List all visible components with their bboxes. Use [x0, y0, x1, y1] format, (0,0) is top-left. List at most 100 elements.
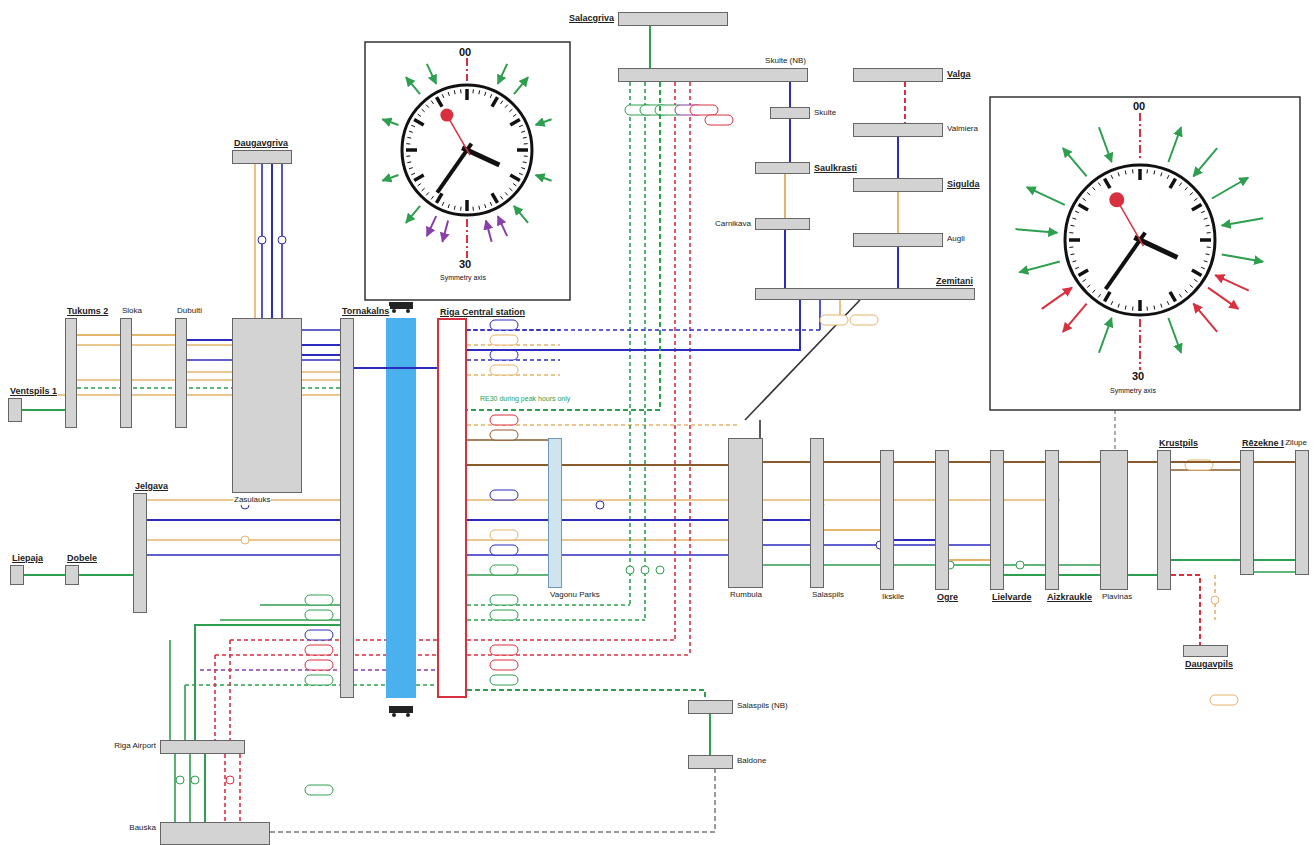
station-name: Lielvarde — [991, 592, 1033, 602]
station-box: Saulkrasti — [755, 162, 810, 174]
train-wheel — [392, 309, 396, 313]
clock-label: 30 — [459, 258, 471, 270]
station-box: Riga Airport — [160, 740, 245, 754]
clock-tick — [1204, 218, 1208, 219]
clock-tick — [448, 92, 449, 96]
clock-tick — [1083, 279, 1086, 281]
track-line — [839, 300, 841, 315]
rail-connector — [467, 82, 660, 410]
clock-tick — [411, 125, 415, 127]
rail-connector — [187, 339, 232, 341]
track-line — [169, 640, 171, 740]
clock-tick — [1179, 294, 1181, 297]
train-icon — [389, 302, 413, 309]
station-name: Baldone — [736, 756, 767, 766]
track-line — [1254, 571, 1295, 573]
clock-tick — [472, 207, 473, 211]
clock-tick — [509, 188, 512, 191]
clock-tick — [431, 196, 433, 199]
station-box: Plavinas — [1100, 450, 1128, 590]
clock-tick — [442, 202, 444, 206]
clock-arrow — [382, 175, 398, 181]
rail-connector — [897, 192, 899, 233]
clock-tick — [422, 188, 425, 191]
clock-tick — [1071, 253, 1075, 255]
route-bubble — [1016, 561, 1024, 569]
rail-connector — [195, 625, 340, 740]
train-wheel — [406, 713, 410, 717]
station-box: Lielvarde — [990, 450, 1004, 590]
station-name: Carnikava — [714, 219, 752, 229]
rail-connector — [270, 769, 715, 832]
route-chip — [305, 660, 333, 670]
clock-tick — [1083, 198, 1086, 200]
clock-tick — [1179, 183, 1181, 186]
clock-tick — [1118, 304, 1119, 308]
clock-tick — [411, 173, 415, 175]
clock-label: 00 — [1133, 100, 1145, 112]
clock-tick — [1071, 225, 1075, 227]
rail-connector — [784, 230, 786, 288]
symmetry-axis — [1139, 319, 1141, 370]
clock-tick — [524, 143, 528, 144]
rail-connector — [1004, 574, 1045, 576]
route-chip — [490, 660, 518, 670]
train-wheel — [406, 309, 410, 313]
route-chip — [490, 595, 518, 605]
clock-tick — [1194, 279, 1197, 281]
station-box: Tukums 2 — [65, 318, 77, 428]
clock-panel — [990, 97, 1300, 410]
clock-tick — [1201, 211, 1205, 213]
clock-tick — [1098, 294, 1100, 297]
station-name: Saulkrasti — [813, 163, 858, 173]
station-name: Skulte (NB) — [764, 56, 807, 66]
clock-arrow — [427, 64, 436, 84]
route-chip — [305, 785, 333, 795]
clock-arrow — [1212, 178, 1248, 199]
clock-arrow — [1208, 288, 1238, 309]
clock-label: Symmetry axis — [440, 272, 486, 284]
track-line — [689, 82, 691, 655]
minute-hand — [437, 144, 471, 193]
clock-tick — [448, 204, 449, 208]
clock-tick — [505, 192, 508, 195]
station-box: Valmiera — [853, 123, 943, 137]
track-line — [174, 754, 176, 822]
station-box: Salacgriva — [618, 12, 728, 26]
route-chip — [305, 595, 333, 605]
rail-connector — [204, 754, 206, 822]
clock-tick — [465, 89, 469, 100]
clock-tick — [409, 131, 413, 132]
clock-tick — [1079, 205, 1089, 211]
clock-tick — [1105, 292, 1111, 302]
clock-tick — [1207, 247, 1211, 248]
clock-arrow — [1222, 254, 1263, 261]
clock-tick — [1190, 285, 1193, 288]
clock-tick — [1190, 192, 1193, 195]
clock-tick — [501, 101, 503, 104]
clock-tick — [492, 193, 498, 203]
station-name: Zemitani — [935, 276, 974, 286]
track-line — [467, 329, 820, 331]
route-bubble — [191, 776, 199, 784]
rail-connector — [1059, 574, 1100, 576]
route-bubble — [656, 566, 664, 574]
station-box: Jelgava — [133, 493, 147, 613]
clock-label: 00 — [459, 46, 471, 58]
clock-tick — [485, 204, 486, 208]
clock-tick — [1098, 183, 1100, 186]
station-box: Aizkraukle — [1045, 450, 1059, 590]
track-line — [254, 150, 256, 318]
clock-arrow — [536, 119, 552, 125]
route-chip — [490, 320, 518, 330]
station-box: Dobele — [65, 565, 79, 585]
station-name: Riga Central station — [439, 307, 526, 317]
rail-connector — [897, 247, 899, 288]
station-box: Krustpils — [1157, 450, 1171, 590]
station-name: Salaspils (NB) — [736, 701, 789, 711]
clock-tick — [418, 114, 421, 116]
clock-tick — [521, 131, 525, 132]
clock-tick — [1200, 238, 1211, 242]
clock-tick — [1125, 306, 1127, 310]
station-name: Tukums 2 — [66, 306, 109, 316]
